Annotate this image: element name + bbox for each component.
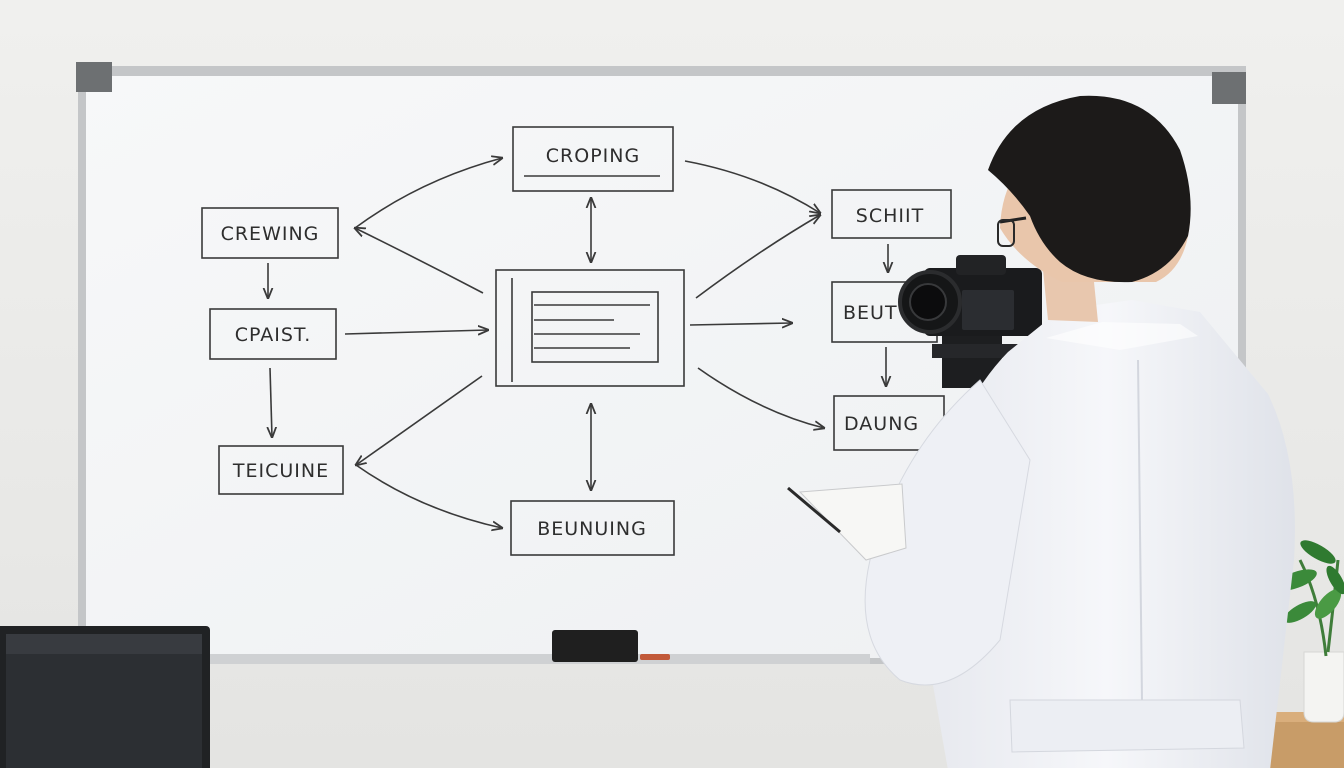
arrow: [356, 375, 483, 465]
whiteboard-diagram: [201, 126, 952, 556]
diagram-labels: CROPING CREWING CPAIST. TEICUINE BEUNUIN…: [221, 145, 924, 540]
box-left-2: [209, 308, 337, 360]
arrow: [697, 367, 824, 428]
arrow: [689, 323, 792, 325]
label-top: CROPING: [546, 145, 640, 167]
label-left-1: CREWING: [221, 223, 320, 245]
pen: [787, 486, 841, 534]
coat-belt: [1009, 699, 1245, 753]
label-right-1: SCHIIT: [856, 205, 924, 227]
box-left-3: [218, 445, 344, 495]
label-bottom: BEUNUING: [537, 518, 647, 540]
box-bottom: [510, 500, 675, 556]
computer-monitor: [0, 626, 210, 768]
person-in-lab-coat: [787, 95, 1295, 768]
coat-sleeve: [864, 379, 1031, 686]
camera-on-tripod: [898, 255, 1042, 388]
arrow: [270, 367, 272, 437]
label-right-2: BEUT: [843, 302, 898, 324]
arrow: [695, 215, 820, 299]
box-top: [512, 126, 674, 192]
frame-corner: [76, 62, 112, 92]
arrow: [354, 158, 502, 229]
clipboard-paper: [798, 483, 907, 561]
lab-coat: [918, 300, 1295, 768]
arrow: [344, 330, 488, 334]
arrow: [355, 464, 502, 528]
hair: [988, 95, 1191, 283]
arrow: [684, 160, 820, 213]
box-right-1: [831, 189, 952, 239]
label-left-2: CPAIST.: [235, 324, 312, 346]
marker-tray: [200, 654, 870, 664]
document-sketch: [495, 269, 685, 387]
box-left-1: [201, 207, 339, 259]
frame-corner: [1212, 72, 1246, 104]
arrow: [355, 228, 484, 294]
glasses: [997, 219, 1015, 247]
label-left-3: TEICUINE: [232, 460, 329, 482]
eraser: [552, 630, 638, 662]
label-right-3: DAUNG: [844, 413, 919, 435]
marker: [640, 654, 670, 660]
